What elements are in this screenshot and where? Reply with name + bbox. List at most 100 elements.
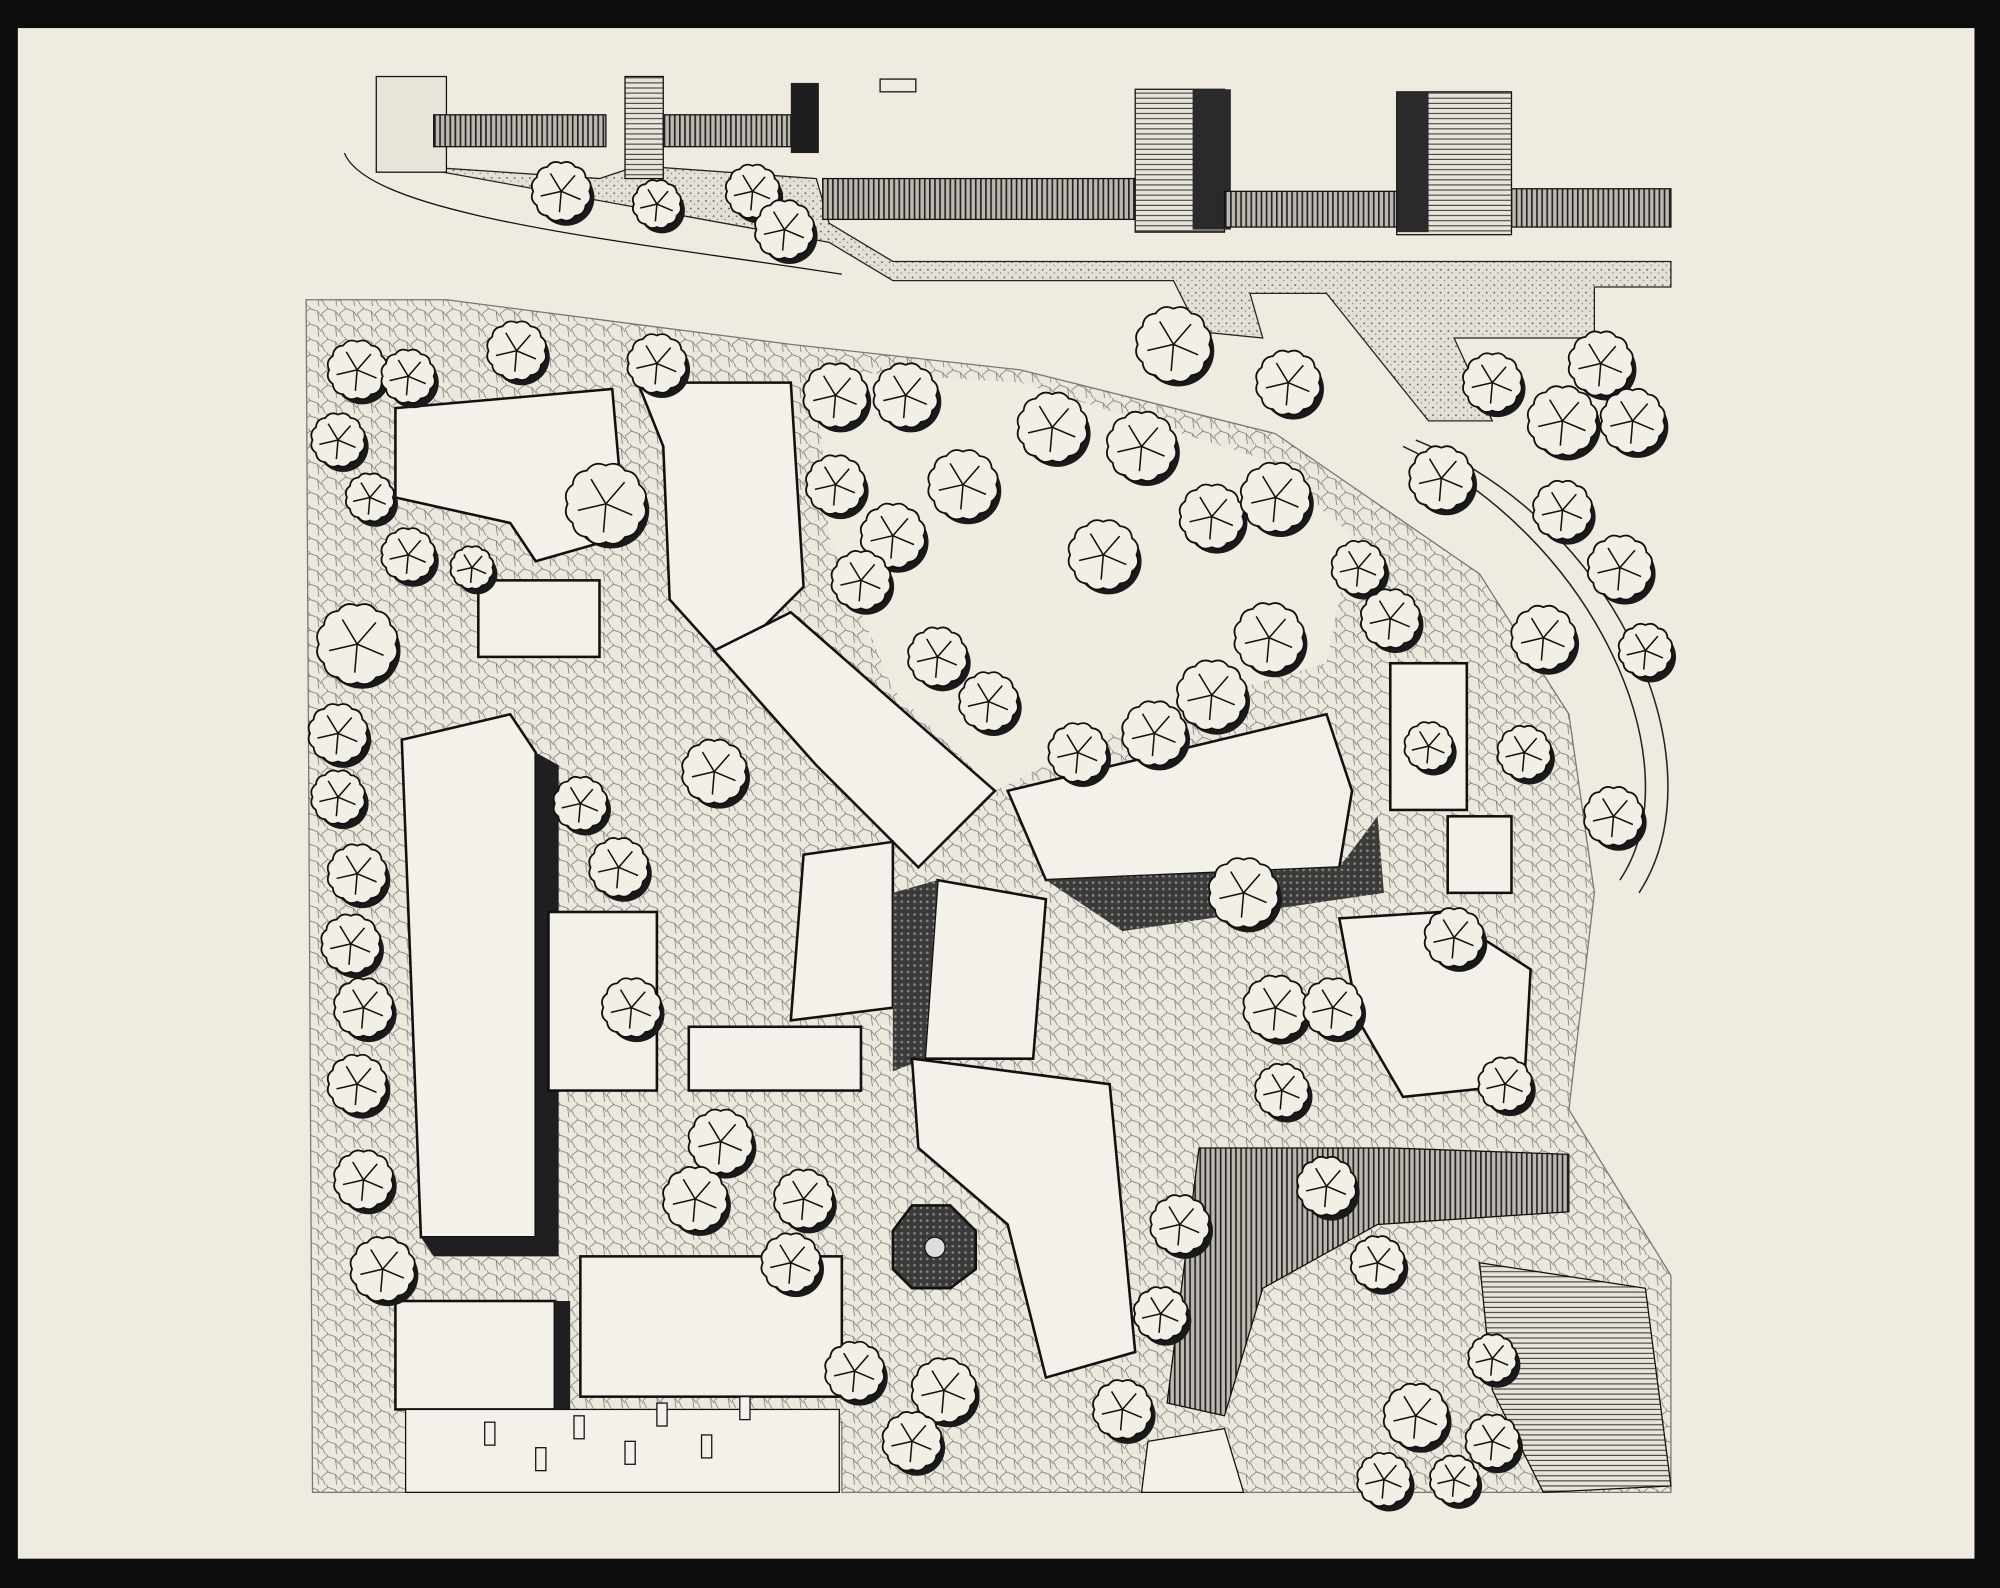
tree-icon <box>1586 534 1656 605</box>
row-building <box>790 82 819 154</box>
central-dark-wall <box>892 880 938 1072</box>
tree-icon <box>349 1236 419 1307</box>
block-east <box>1446 815 1513 895</box>
street-strip <box>343 75 1672 422</box>
tree-icon <box>824 1340 888 1406</box>
tree-icon <box>1242 974 1312 1045</box>
gatehouse <box>1140 1427 1245 1493</box>
tree-icon <box>1302 977 1367 1043</box>
tree-icon <box>1178 483 1248 554</box>
tree-icon <box>1583 786 1647 851</box>
tree-icon <box>1330 540 1390 600</box>
tree-icon <box>958 671 1022 736</box>
tree-icon <box>872 362 942 433</box>
car-icon <box>700 1434 713 1459</box>
tree-icon <box>802 362 872 433</box>
tree-icon <box>1047 722 1111 787</box>
tree-icon <box>1356 1451 1415 1512</box>
tree-icon <box>310 769 369 830</box>
shaded-wall <box>554 1301 571 1410</box>
tree-icon <box>326 339 391 405</box>
church-nave <box>433 114 607 148</box>
tree-icon <box>1464 1413 1523 1474</box>
tree-icon <box>881 1411 946 1476</box>
tree-icon <box>1149 1194 1214 1259</box>
tree-icon <box>310 412 369 472</box>
tree-icon <box>910 1357 980 1428</box>
tree-icon <box>530 161 595 226</box>
tree-icon <box>1067 519 1142 595</box>
tree-icon <box>1532 479 1596 545</box>
tree-icon <box>601 977 665 1043</box>
tree-icon <box>1477 1056 1536 1117</box>
tree-icon <box>552 775 611 836</box>
trees <box>307 161 1677 1512</box>
tree-icon <box>830 550 895 615</box>
housing-chain-diagonal <box>712 610 997 870</box>
buildings <box>394 381 1672 1493</box>
terrace-building <box>1510 188 1672 228</box>
tree-icon <box>805 454 869 520</box>
long-building <box>400 712 537 1239</box>
car-icon <box>739 1396 751 1421</box>
tree-icon <box>1423 907 1488 972</box>
terrace-building <box>822 177 1136 221</box>
tree-icon <box>380 527 439 587</box>
tree-icon <box>1349 1235 1409 1295</box>
tree-icon <box>1360 588 1424 654</box>
car-icon <box>656 1402 668 1427</box>
road-curve-line <box>343 152 842 275</box>
tree-icon <box>754 199 818 265</box>
tree-icon <box>927 449 1002 525</box>
tree-icon <box>1254 1062 1313 1123</box>
street-paving <box>408 165 1672 422</box>
car-icon <box>484 1421 496 1446</box>
bench-symbol <box>879 78 917 93</box>
tree-icon <box>1526 385 1601 461</box>
tree-icon <box>333 977 397 1043</box>
tree-icon <box>380 348 439 409</box>
tree-icon <box>1510 604 1580 675</box>
long-building-shadow <box>420 752 559 1257</box>
tree-icon <box>1016 391 1091 467</box>
housing-block-w <box>477 579 601 659</box>
tree-icon <box>1208 857 1282 933</box>
tree-icon <box>1255 349 1324 420</box>
tree-icon <box>320 913 384 979</box>
tree-icon <box>1121 700 1191 771</box>
row-building <box>662 114 792 148</box>
tree-icon <box>1467 1333 1521 1388</box>
tree-icon <box>326 1053 391 1119</box>
housing-cluster-south <box>910 1057 1137 1380</box>
tree-icon <box>1233 602 1308 678</box>
central-hall <box>789 840 895 1022</box>
tree-icon <box>1599 387 1669 458</box>
tree-icon <box>760 1232 824 1298</box>
car-icon <box>624 1440 636 1465</box>
link-building <box>1223 190 1398 228</box>
tree-icon <box>1617 622 1677 683</box>
tree-icon <box>773 1168 837 1234</box>
central-courtyard-building <box>923 878 1048 1060</box>
tree-icon <box>1092 1379 1156 1444</box>
tree-icon <box>1176 659 1250 735</box>
tree-icon <box>907 626 971 692</box>
tree-icon <box>1296 1155 1360 1221</box>
tree-icon <box>564 462 650 549</box>
tree-icon <box>326 843 391 909</box>
tree-icon <box>1239 461 1314 537</box>
tree-icon <box>1567 330 1637 401</box>
tree-icon <box>1462 352 1526 418</box>
car-icon <box>573 1415 585 1440</box>
tree-icon <box>316 603 401 689</box>
tree-icon <box>1408 445 1478 516</box>
tree-icon <box>449 545 498 595</box>
tree-icon <box>1382 1382 1452 1453</box>
tree-icon <box>662 1166 731 1236</box>
tree-icon <box>1106 410 1180 486</box>
row-houses-south <box>687 1025 863 1092</box>
tree-icon <box>1496 724 1555 785</box>
block-bottom-left <box>394 1299 557 1411</box>
tree-icon <box>344 472 398 527</box>
